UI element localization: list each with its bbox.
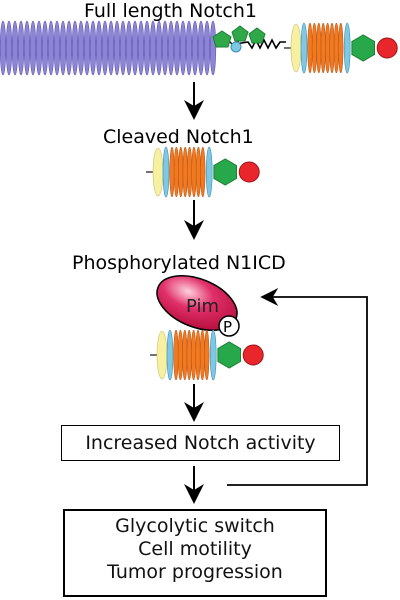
ankyrin-repeat [325, 22, 331, 74]
egf-repeat [161, 20, 169, 76]
ankyrin-repeat [307, 22, 313, 74]
ankyrin-repeat [182, 329, 188, 381]
egf-repeat [5, 20, 13, 76]
egf-repeat [191, 20, 199, 76]
full-length-intracellular-domain [284, 22, 398, 74]
egf-repeat [209, 20, 217, 76]
ram-domain [290, 23, 302, 73]
phosphorylated-n1icd [150, 329, 264, 381]
egf-repeat-region [0, 20, 217, 76]
c-terminal-circle [376, 37, 398, 59]
ankyrin-repeat [199, 329, 205, 381]
egf-repeat [83, 20, 91, 76]
ankyrin-repeat [173, 146, 179, 198]
ankyrin-repeat [320, 22, 326, 74]
egf-repeat [35, 20, 43, 76]
egf-repeat [197, 20, 205, 76]
egf-repeat [113, 20, 121, 76]
egf-repeat [47, 20, 55, 76]
pest-hexagon [351, 34, 375, 62]
c-terminal-circle [242, 344, 264, 366]
feedback-loop-arrow [227, 288, 368, 486]
ankyrin-repeat [178, 146, 184, 198]
glycan-pentagon-2 [231, 25, 249, 42]
pest-hexagon [213, 158, 237, 186]
increased-activity-label: Increased Notch activity [85, 432, 316, 454]
ankyrin-repeat [173, 329, 179, 381]
egf-repeat [59, 20, 67, 76]
label-phosphorylated: Phosphorylated N1ICD [72, 252, 286, 274]
phospho-circle [218, 315, 240, 337]
egf-repeat [71, 20, 79, 76]
ankyrin-repeat [204, 329, 210, 381]
egf-repeat [41, 20, 49, 76]
egf-repeat [125, 20, 133, 76]
glycan-circle [230, 41, 242, 53]
egf-repeat [167, 20, 175, 76]
pim-kinase: Pim P [156, 274, 240, 337]
egf-repeat [185, 20, 193, 76]
egf-repeat [29, 20, 37, 76]
egf-repeat [23, 20, 31, 76]
pest-hexagon [217, 341, 241, 369]
linker-domain [166, 329, 174, 381]
egf-repeat [17, 20, 25, 76]
ankyrin-repeat [177, 329, 183, 381]
pim-label: Pim [186, 296, 219, 317]
cleaved-notch1 [146, 146, 260, 198]
egf-repeat [53, 20, 61, 76]
egf-repeat [179, 20, 187, 76]
egf-repeat [101, 20, 109, 76]
egf-repeat [0, 20, 7, 76]
outcome-cell-motility: Cell motility [138, 537, 252, 560]
ankyrin-repeat [338, 22, 344, 74]
label-full-length: Full length Notch1 [84, 0, 257, 22]
outcome-glycolytic-switch: Glycolytic switch [115, 515, 275, 537]
egf-repeat [143, 20, 151, 76]
egf-repeat [155, 20, 163, 76]
linker-domain [162, 146, 170, 198]
egf-repeat [149, 20, 157, 76]
ankyrin-repeat [169, 146, 175, 198]
ankyrin-repeat [316, 22, 322, 74]
outcome-tumor-progression: Tumor progression [107, 560, 283, 583]
ankyrin-repeat [311, 22, 317, 74]
egf-repeat [119, 20, 127, 76]
ankyrin-repeat [195, 146, 201, 198]
egf-repeat [131, 20, 139, 76]
phospho-label: P [223, 318, 232, 336]
outcomes-box: Glycolytic switch Cell motility Tumor pr… [63, 509, 327, 597]
egf-repeat [89, 20, 97, 76]
egf-repeat [77, 20, 85, 76]
ankyrin-repeat [200, 146, 206, 198]
egf-repeat [203, 20, 211, 76]
egf-repeat [11, 20, 19, 76]
egf-repeat [173, 20, 181, 76]
ankyrin-repeat [329, 22, 335, 74]
ram-domain [152, 147, 164, 197]
egf-repeat [65, 20, 73, 76]
ankyrin-repeat [187, 146, 193, 198]
ankyrin-repeat [182, 146, 188, 198]
glycan-pentagon-3 [248, 27, 266, 44]
ankyrin-repeat [191, 329, 197, 381]
glycan-pentagon-1 [212, 30, 232, 48]
ankyrin-repeat [195, 329, 201, 381]
ankyrin-repeat [333, 22, 339, 74]
tad-domain [343, 22, 351, 74]
glycan-cluster [212, 25, 266, 53]
label-cleaved: Cleaved Notch1 [103, 126, 254, 148]
increased-activity-box: Increased Notch activity [61, 425, 340, 461]
c-terminal-circle [238, 161, 260, 183]
egf-repeat [137, 20, 145, 76]
egf-repeat [95, 20, 103, 76]
egf-repeat [107, 20, 115, 76]
tad-domain [205, 146, 213, 198]
ankyrin-repeat [191, 146, 197, 198]
ankyrin-repeat [186, 329, 192, 381]
tad-domain [209, 329, 217, 381]
ram-domain [156, 330, 168, 380]
linker-domain [300, 22, 308, 74]
